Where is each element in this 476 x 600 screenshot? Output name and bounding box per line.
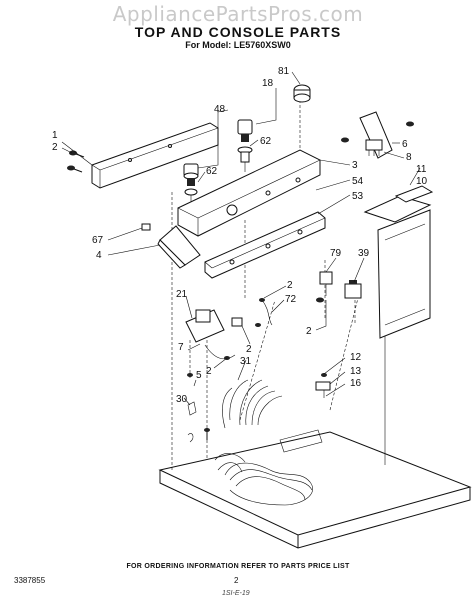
callout-label: 30 bbox=[176, 394, 188, 405]
callout-leaders bbox=[61, 71, 421, 406]
callout-label: 48 bbox=[214, 104, 226, 115]
callout-label: 11 bbox=[416, 164, 427, 175]
callout-label: 67 bbox=[92, 235, 104, 246]
document-number: 3387855 bbox=[14, 576, 46, 585]
callout-label: 1 bbox=[52, 130, 58, 141]
control-console bbox=[177, 149, 321, 237]
start-knob bbox=[293, 84, 311, 103]
callout-label: 12 bbox=[350, 352, 362, 363]
console-end-cap bbox=[141, 223, 201, 269]
console-back-plate bbox=[204, 211, 326, 279]
callout-label: 2 bbox=[246, 344, 252, 355]
page-number: 2 bbox=[234, 576, 239, 585]
handwritten-note: 1SI-E-19 bbox=[222, 590, 250, 597]
callout-label: 2 bbox=[52, 142, 58, 153]
callout-label: 21 bbox=[176, 289, 188, 300]
callout-labels: 1 2 48 18 81 62 62 6 8 11 10 3 54 53 67 … bbox=[52, 66, 428, 405]
callout-label: 2 bbox=[287, 280, 293, 291]
lint-filter bbox=[363, 185, 434, 339]
callout-label: 13 bbox=[350, 366, 362, 377]
watermark: AppliancePartsPros.com bbox=[112, 2, 364, 26]
callout-label: 8 bbox=[406, 152, 412, 163]
timer-motor bbox=[185, 309, 243, 360]
callout-label: 54 bbox=[352, 176, 364, 187]
dashed-leaders bbox=[171, 100, 361, 470]
screw-upper-left bbox=[67, 150, 85, 173]
callout-label: 62 bbox=[260, 136, 272, 147]
rear-panel bbox=[91, 122, 219, 189]
callout-label: 39 bbox=[358, 248, 370, 259]
callout-label: 31 bbox=[240, 356, 252, 367]
wire-harness bbox=[214, 379, 313, 506]
callout-label: 7 bbox=[178, 342, 184, 353]
callout-label: 16 bbox=[350, 378, 362, 389]
cabinet-top bbox=[158, 330, 472, 549]
rocker-switch bbox=[344, 280, 362, 299]
callout-label: 4 bbox=[96, 250, 102, 261]
callout-label: 2 bbox=[206, 366, 212, 377]
push-switch bbox=[316, 271, 333, 303]
callout-label: 53 bbox=[352, 191, 364, 202]
callout-label: 18 bbox=[262, 78, 274, 89]
diagram-title: TOP AND CONSOLE PARTS bbox=[134, 24, 342, 40]
callout-label: 10 bbox=[416, 176, 428, 187]
selector-knob bbox=[237, 119, 253, 172]
terminal-block bbox=[315, 373, 331, 398]
callout-label: 62 bbox=[206, 166, 218, 177]
ground-wire bbox=[255, 298, 273, 327]
callout-label: 5 bbox=[196, 370, 202, 381]
wire-clip bbox=[187, 401, 197, 443]
callout-label: 72 bbox=[285, 294, 297, 305]
callout-label: 6 bbox=[402, 139, 408, 150]
callout-label: 2 bbox=[306, 326, 312, 337]
callout-label: 79 bbox=[330, 248, 342, 259]
timer-knob bbox=[183, 163, 199, 205]
right-end-cap bbox=[341, 111, 414, 159]
model-subtitle: For Model: LE5760XSW0 bbox=[185, 40, 291, 50]
ordering-note: FOR ORDERING INFORMATION REFER TO PARTS … bbox=[126, 563, 350, 570]
callout-label: 3 bbox=[352, 160, 358, 171]
callout-label: 81 bbox=[278, 66, 290, 77]
